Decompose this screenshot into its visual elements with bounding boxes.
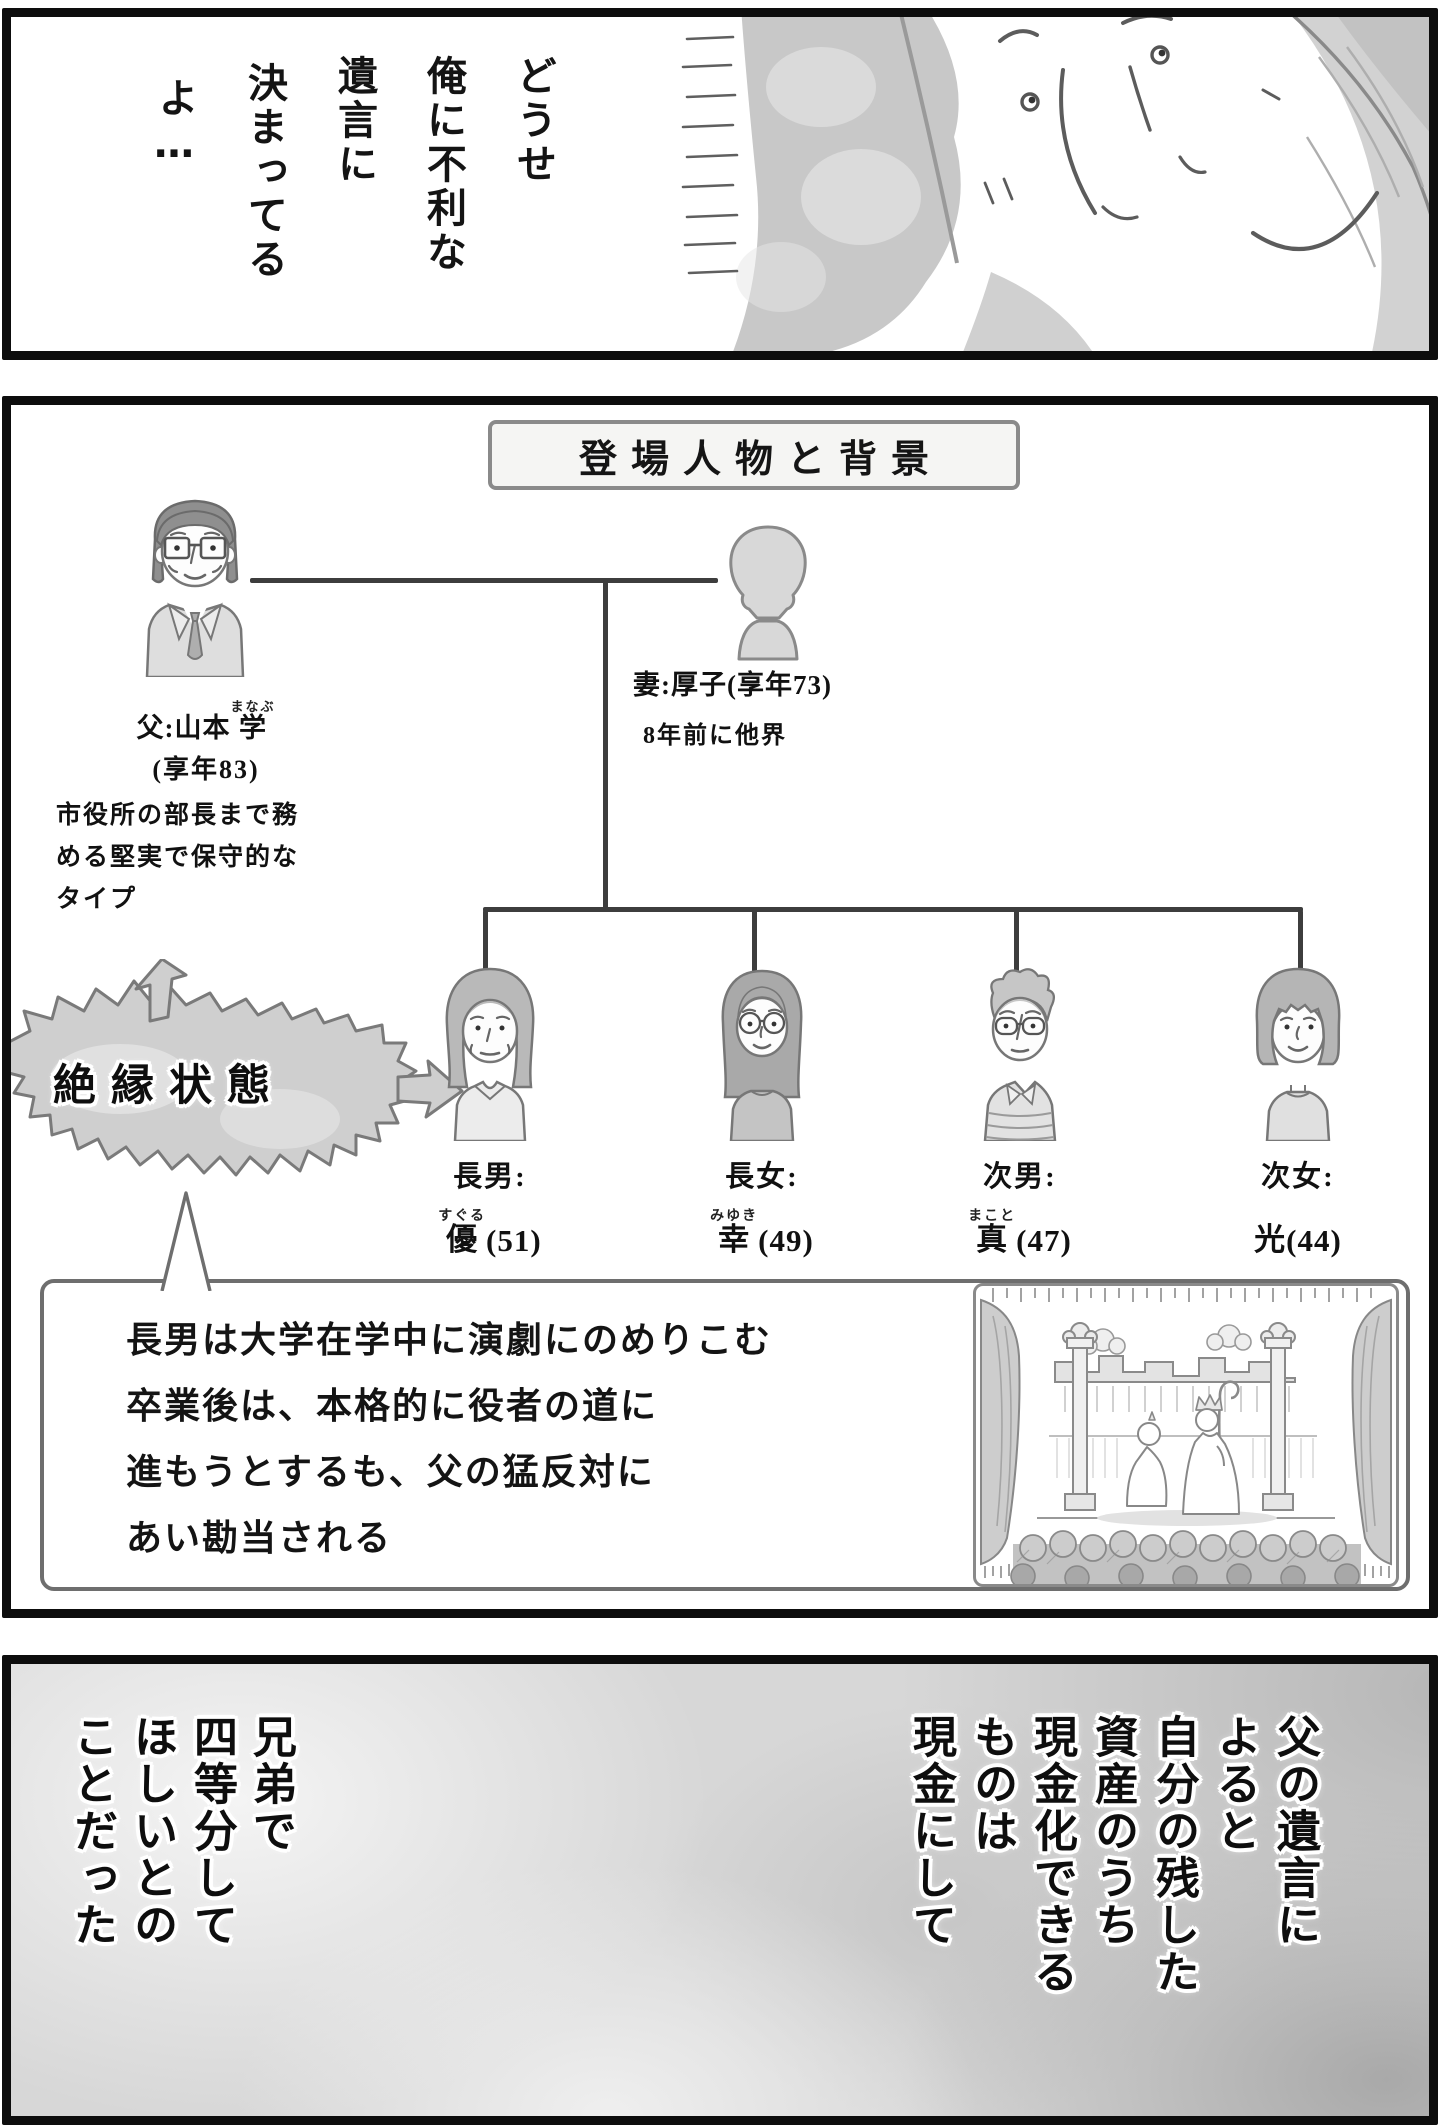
tree-drop-1 xyxy=(483,910,488,972)
father-description: 市役所の部長まで務 める堅実で保守的な タイプ xyxy=(56,795,299,921)
note-text: 長男は大学在学中に演劇にのめりこむ 卒業後は、本格的に役者の道に 進もうとするも… xyxy=(126,1307,772,1571)
note-box-tail xyxy=(160,1191,212,1291)
dialogue-column: よ… xyxy=(151,77,197,171)
note-line: 長男は大学在学中に演劇にのめりこむ xyxy=(126,1320,773,1360)
narration-column: 四等分して xyxy=(186,1714,237,1949)
theater-stage-illustration xyxy=(973,1283,1399,1587)
note-line: 卒業後は、本格的に役者の道に xyxy=(126,1386,659,1426)
eldest-son-portrait xyxy=(445,967,535,1141)
narration-column: ものは xyxy=(966,1714,1017,1855)
narration-column: 自分の残した xyxy=(1148,1714,1199,1996)
child-name-3: 真まこと(47) xyxy=(968,1209,1072,1258)
child-name-1: 優すぐる(51) xyxy=(438,1209,542,1258)
arrow-right-icon xyxy=(396,1059,464,1119)
father-name-kanji: 学まなぶ xyxy=(230,699,276,743)
narration-column: 現金化できる xyxy=(1026,1714,1077,1996)
narration-column: ことだった xyxy=(66,1714,117,1949)
second-daughter-portrait xyxy=(1255,967,1341,1141)
note-line: あい勘当される xyxy=(126,1518,393,1558)
note-line: 進もうとするも、父の猛反対に xyxy=(126,1452,655,1492)
father-name: 父:山本 学まなぶ xyxy=(51,681,361,745)
narration-column: 現金にして xyxy=(905,1714,956,1949)
arrow-up-icon xyxy=(134,959,188,1023)
dialogue-column: 遺言に xyxy=(331,55,377,187)
tree-line-siblings xyxy=(483,907,1303,912)
father-age: (享年83) xyxy=(152,755,260,784)
child-label-4: 次女: xyxy=(1261,1161,1335,1193)
father-furigana: まなぶ xyxy=(230,699,276,714)
mother-name: 妻:厚子(享年73) xyxy=(633,670,832,700)
estrangement-bubble xyxy=(11,959,464,1177)
dialogue-column: 決まってる xyxy=(241,62,287,282)
second-son-portrait xyxy=(983,968,1057,1141)
father-desc-line: 市役所の部長まで務 xyxy=(56,802,300,829)
child-label-2: 長女: xyxy=(725,1161,799,1193)
theater-stage-drawing xyxy=(980,1288,1392,1584)
father-desc-line: タイプ xyxy=(56,886,138,913)
dialogue-column: どうせ xyxy=(510,55,556,187)
father-desc-line: める堅実で保守的な xyxy=(56,844,300,871)
child-name-4: 光(44) xyxy=(1254,1222,1342,1258)
narration-column: 父の遺言に xyxy=(1269,1714,1320,1949)
mother-note: 8年前に他界 xyxy=(643,723,787,749)
child-label-3: 次男: xyxy=(983,1161,1057,1193)
tree-drop-3 xyxy=(1014,910,1019,972)
child-label-1: 長男: xyxy=(453,1161,527,1193)
section-title: 登場人物と背景 xyxy=(578,438,943,481)
eldest-daughter-portrait xyxy=(721,969,803,1141)
father-name-prefix: 父:山本 xyxy=(136,713,231,743)
section-title-box: 登場人物と背景 xyxy=(488,420,1020,490)
tree-line-descent xyxy=(603,580,608,912)
narration-column: よると xyxy=(1209,1714,1260,1855)
father-portrait xyxy=(145,499,245,677)
father-closeup-face-illustration xyxy=(681,17,1429,351)
panel-characters: 登場人物と背景 xyxy=(2,396,1438,1618)
tree-line-couple xyxy=(250,578,718,583)
mother-silhouette xyxy=(729,525,807,661)
narration-column: 資産のうち xyxy=(1087,1714,1138,1949)
narration-column: ほしいとの xyxy=(126,1714,177,1949)
tree-drop-4 xyxy=(1298,910,1303,972)
panel-bottom: 父の遺言に よると 自分の残した 資産のうち 現金化できる ものは 現金にして … xyxy=(2,1655,1438,2125)
narration-column: 兄弟で xyxy=(245,1714,296,1855)
child-name-2: 幸みゆき(49) xyxy=(710,1209,814,1258)
panel-top: どうせ 俺に不利な 遺言に 決まってる よ… xyxy=(2,8,1438,360)
estrangement-label: 絶縁状態 xyxy=(53,1063,285,1110)
tree-drop-2 xyxy=(752,910,757,972)
dialogue-column: 俺に不利な xyxy=(420,55,466,275)
